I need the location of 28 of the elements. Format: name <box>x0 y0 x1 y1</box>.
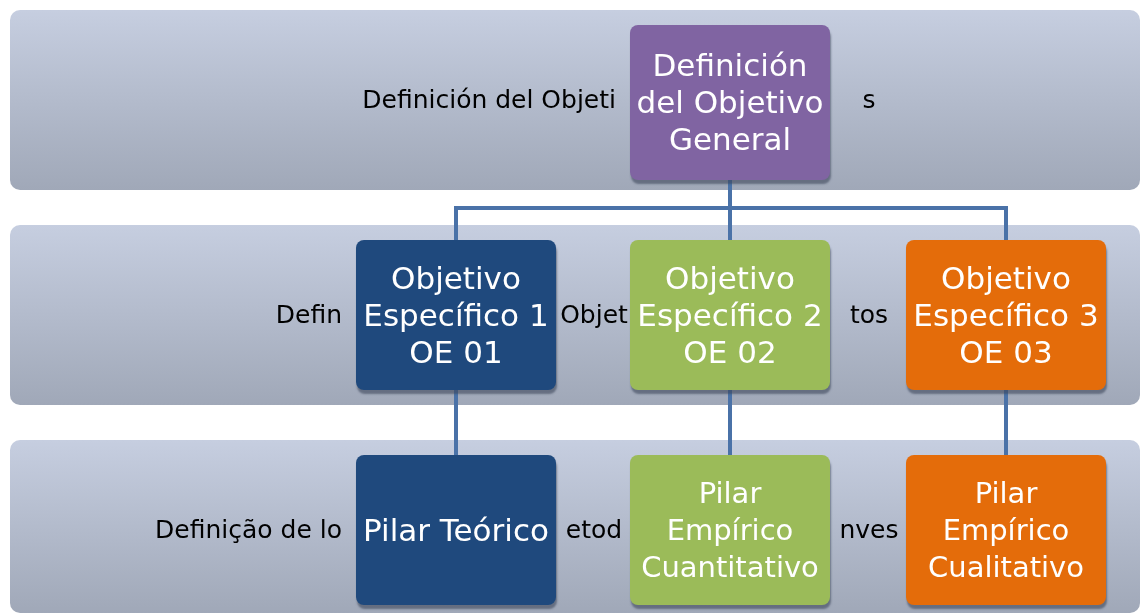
box-label: Pilar Empírico Cuantitativo <box>640 474 820 586</box>
band-label: Definición del Objeti <box>362 87 616 112</box>
box-label: Objetivo Específico 1 OE 01 <box>362 259 550 371</box>
process-box <box>906 240 1106 390</box>
connector-line <box>454 390 458 455</box>
box-label: Objetivo Específico 3 OE 03 <box>912 259 1100 371</box>
process-box <box>630 25 830 180</box>
process-box <box>356 455 556 605</box>
connector-line <box>1004 390 1008 455</box>
band-background <box>10 440 1140 613</box>
band-background <box>10 10 1140 190</box>
box-label: Pilar Empírico Cualitativo <box>927 474 1085 586</box>
band-label: s <box>862 87 876 112</box>
box-label: Objetivo Específico 2 OE 02 <box>636 259 824 371</box>
band-label: Definição de lo <box>155 517 342 542</box>
band-label: etod <box>565 517 623 542</box>
connector-line <box>728 390 732 455</box>
band-label: nves <box>839 517 899 542</box>
box-label: Pilar Teórico <box>362 511 550 549</box>
band-label: tos <box>849 302 889 327</box>
process-box <box>906 455 1106 605</box>
band-label: Defin <box>275 302 342 327</box>
band-label: Objet <box>560 302 628 327</box>
box-label: Definición del Objetivo General <box>635 47 825 158</box>
band-background <box>10 225 1140 405</box>
process-box <box>630 240 830 390</box>
process-box <box>630 455 830 605</box>
process-box <box>356 240 556 390</box>
